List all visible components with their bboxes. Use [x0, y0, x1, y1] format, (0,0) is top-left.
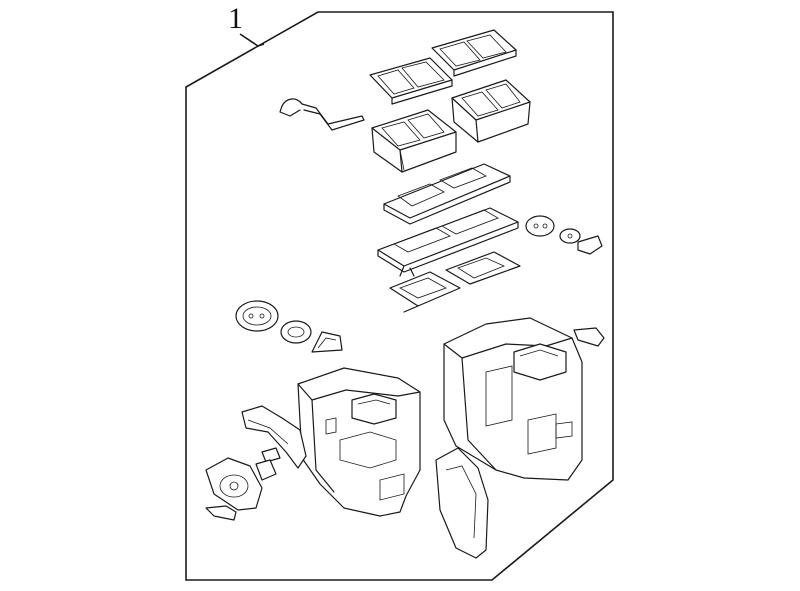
vent-box-left	[371, 109, 457, 173]
grommet-right-2	[559, 228, 581, 244]
seal-left	[311, 331, 343, 353]
callout-number: 1	[228, 2, 243, 35]
mode-door-plate-3a	[389, 271, 461, 313]
mode-door-plate-2	[377, 207, 519, 277]
clip-right	[577, 235, 603, 255]
mode-door-plate-1	[383, 163, 511, 225]
sensor-wire	[279, 98, 365, 131]
grommet-left-small	[280, 320, 312, 344]
evaporator-housing-right	[443, 317, 583, 481]
mode-door-plate-3b	[445, 251, 521, 285]
duct-connector	[435, 447, 489, 559]
grommet-left-large	[235, 300, 279, 332]
clip-housing-right	[573, 327, 605, 347]
vent-outlet-pair-upper	[369, 29, 517, 105]
blower-scroll-left	[241, 405, 307, 469]
callout-leader-line	[239, 33, 265, 47]
actuator-disc	[205, 457, 263, 511]
grommet-right-1	[525, 215, 555, 237]
assembly-frame	[185, 11, 614, 581]
actuator-small	[255, 447, 281, 481]
lever-small	[205, 505, 237, 521]
vent-box-right	[451, 79, 531, 143]
heater-housing-left	[297, 367, 421, 517]
